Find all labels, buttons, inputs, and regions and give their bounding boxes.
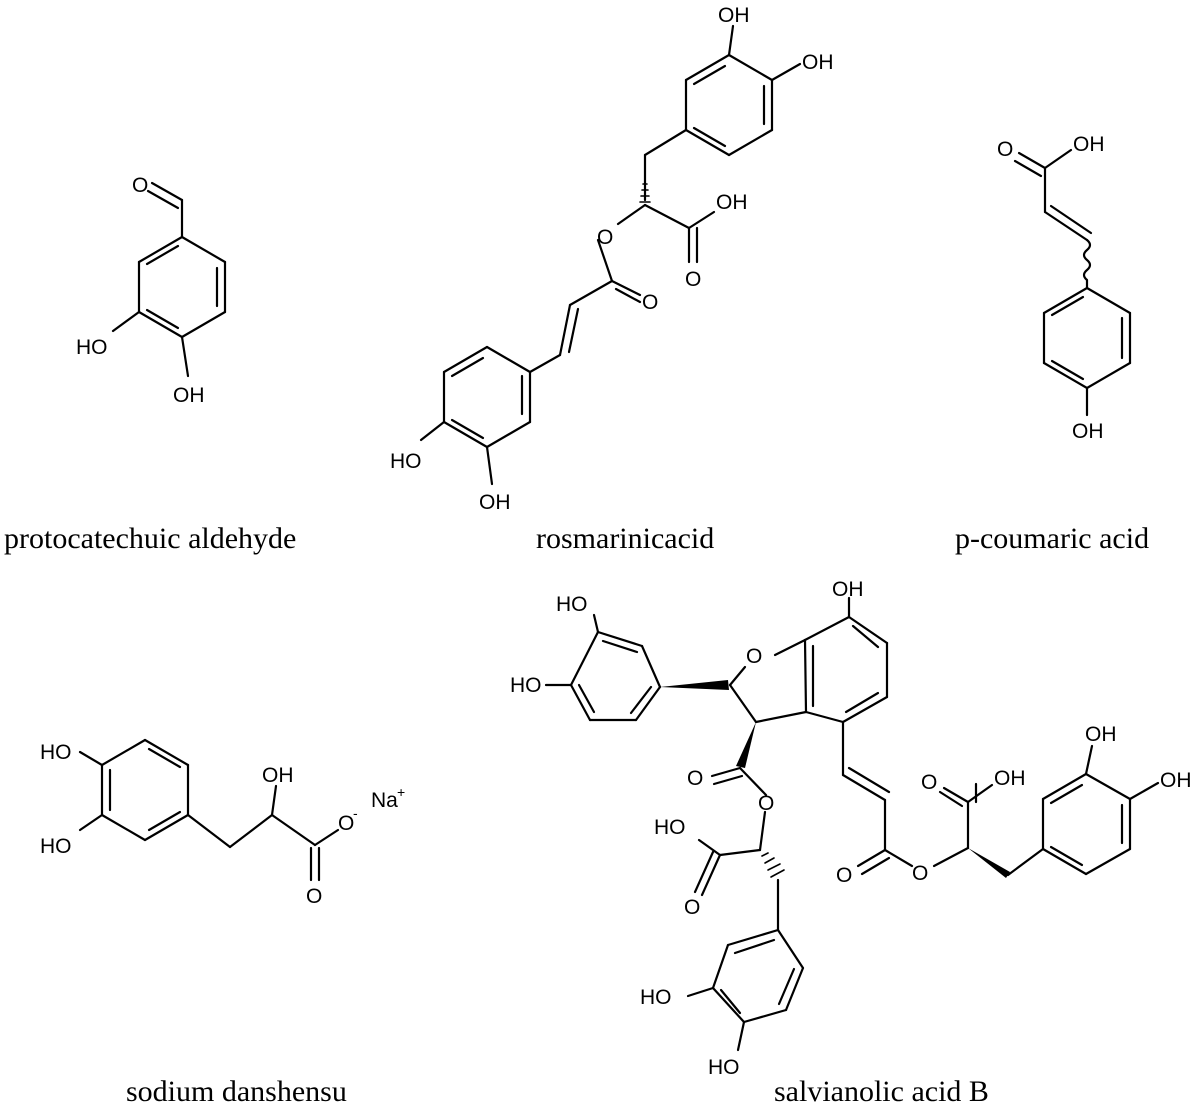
hashed-wedge xyxy=(761,852,785,878)
compound-name: salvianolic acid B xyxy=(774,1075,989,1108)
atom-label: OH xyxy=(802,51,834,74)
compound-name: sodium danshensu xyxy=(126,1075,347,1108)
p-coumaric-acid-structure: O OH OH p-coumaric acid xyxy=(955,133,1149,555)
atom-label: O xyxy=(685,268,701,291)
atom-label: O xyxy=(338,812,354,835)
atom-label: HO xyxy=(40,835,72,858)
atom-label: O xyxy=(758,792,774,815)
sodium-danshensu-structure: HO HO OH O - O Na + sodium danshensu xyxy=(40,738,405,1108)
atom-label: HO xyxy=(390,450,422,473)
charge-label: - xyxy=(353,805,358,821)
bond-lines xyxy=(78,738,340,882)
salvianolic-acid-b-structure: HO HO OH O O O HO O OH OH O OH O HO HO O… xyxy=(510,578,1192,1108)
atom-label: OH xyxy=(173,384,205,407)
atom-label: HO xyxy=(510,674,542,697)
atom-label: OH xyxy=(716,191,748,214)
atom-label: O xyxy=(912,862,928,885)
atom-label: HO xyxy=(654,816,686,839)
atom-label: O xyxy=(306,885,322,908)
atom-label: O xyxy=(132,174,148,197)
atom-label: O xyxy=(597,226,613,249)
atom-label: O xyxy=(684,896,700,919)
atom-label: O xyxy=(687,767,703,790)
atom-label: OH xyxy=(994,767,1026,790)
atom-label: HO xyxy=(640,986,672,1009)
atom-label: HO xyxy=(556,593,588,616)
atom-label: OH xyxy=(1085,723,1117,746)
rosmarinic-acid-structure: OH OH OH O O O HO OH rosmarinicacid xyxy=(390,4,834,555)
bond-lines xyxy=(544,596,1160,1052)
compound-name: p-coumaric acid xyxy=(955,522,1149,555)
compound-name: protocatechuic aldehyde xyxy=(4,522,296,555)
atom-label: O xyxy=(746,645,762,668)
protocatechuic-aldehyde-structure: O HO OH protocatechuic aldehyde xyxy=(4,174,296,555)
bond-lines xyxy=(419,24,802,486)
atom-label: OH xyxy=(832,578,864,601)
bond-lines xyxy=(1013,148,1132,417)
counter-ion-label: Na xyxy=(371,789,398,812)
atom-label: OH xyxy=(1160,769,1192,792)
atom-label: HO xyxy=(40,741,72,764)
atom-label: OH xyxy=(262,764,294,787)
atom-label: OH xyxy=(1072,420,1104,443)
compound-name: rosmarinicacid xyxy=(536,522,714,555)
atom-label: OH xyxy=(479,491,511,514)
atom-label: O xyxy=(642,291,658,314)
atom-label: OH xyxy=(718,4,750,27)
atom-label: HO xyxy=(708,1056,740,1079)
hashed-wedge xyxy=(639,183,651,203)
charge-label: + xyxy=(397,784,405,800)
atom-label: O xyxy=(997,138,1013,161)
atom-label: O xyxy=(921,771,937,794)
bond-lines xyxy=(111,181,227,378)
atom-label: HO xyxy=(76,336,108,359)
atom-label: OH xyxy=(1073,133,1105,156)
atom-label: O xyxy=(836,864,852,887)
